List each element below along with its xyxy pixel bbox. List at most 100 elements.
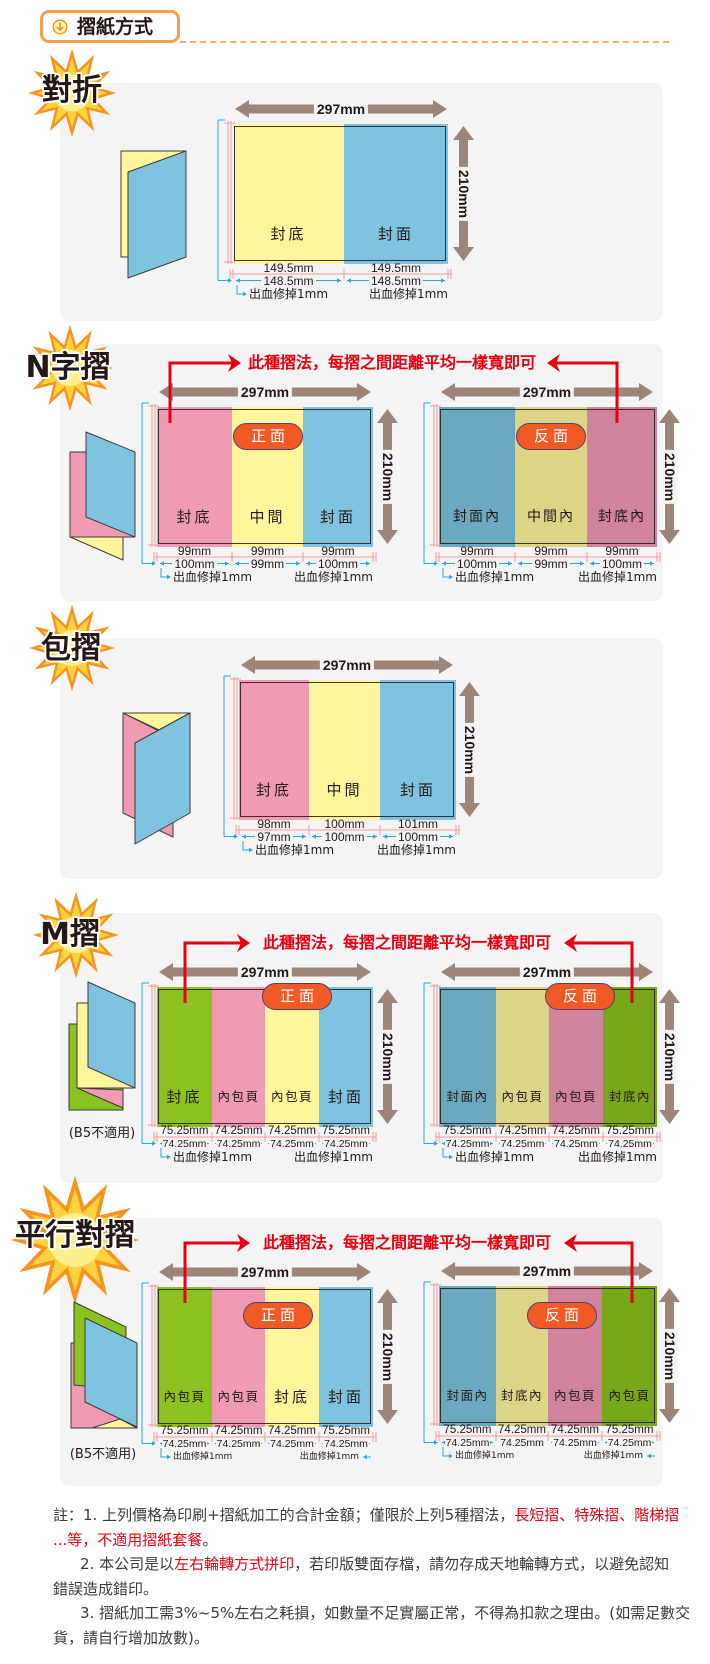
sheet-panel: 內包頁	[212, 987, 265, 1127]
bleed-guide-left	[141, 402, 159, 566]
bleed-guide-left	[141, 1282, 159, 1446]
height-label: 210mm	[455, 166, 472, 221]
panel-label: 內包頁	[501, 1089, 544, 1104]
half-fold-diagram: 297mm 封底 封面 210mm 149.5mm 149.5mm 148.5m…	[217, 100, 474, 301]
sheet-panel: 封面	[303, 407, 373, 547]
trim-size: 74.25mm	[496, 1137, 549, 1150]
section-title-parallel-fold: 平行對摺	[15, 1218, 135, 1253]
note-text: 錯誤造成錯印。	[53, 1579, 159, 1598]
trim-size-value: 74.25mm	[444, 1137, 491, 1150]
bleed-size-value: 99mm	[460, 544, 494, 558]
trim-border	[440, 409, 655, 544]
trim-size: 74.25mm	[549, 1137, 603, 1150]
trim-border	[440, 989, 655, 1124]
panel-label: 內包頁	[270, 1089, 313, 1104]
bleed-note-right: 出血修掉1mm	[368, 287, 448, 301]
trim-size: 74.25mm	[265, 1437, 319, 1450]
bleed-size-value: 75.25mm	[160, 1425, 209, 1437]
height-label: 210mm	[379, 1329, 396, 1384]
unfolded-sheet: 封底 內包頁 內包頁 封面	[157, 987, 373, 1127]
bleed-size: 74.25mm	[212, 1425, 265, 1437]
sheet-panel: 中間	[309, 680, 380, 820]
trim-size: 97mm	[239, 830, 309, 843]
b5-not-applicable-note: (B5不適用)	[69, 1447, 137, 1462]
page-title: 摺紙方式	[77, 16, 154, 38]
note-text: ，若印版雙面存檔，請勿存成天地輪轉方式，以避免認知	[294, 1555, 670, 1573]
panel-label: 封面	[319, 508, 356, 526]
bleed-note-right: 出血修掉1mm	[299, 1452, 359, 1462]
height-dimension-arrow: 210mm	[377, 409, 398, 544]
bleed-size-value: 99mm	[605, 544, 639, 558]
trim-size-value: 100mm	[454, 556, 499, 571]
sheet-panel: 封面	[380, 680, 456, 820]
bleed-note-right: 出血修掉1mm	[376, 843, 456, 857]
width-label: 297mm	[237, 384, 293, 400]
note-line: 註：1. 上列價格為印刷+摺紙加工的合計金額；僅限於上列5種摺法，長短摺、特殊摺…	[53, 1503, 679, 1528]
trim-size: 100mm	[380, 830, 456, 843]
width-label: 297mm	[237, 964, 293, 980]
wrap-fold-diagram: 297mm 封底 中間 封面 210mm 98mm 100mm 101mm 97…	[223, 656, 480, 857]
bleed-size: 75.25mm	[319, 1125, 373, 1137]
panel-label: 封底內	[500, 1388, 543, 1403]
trim-size: 74.25mm	[603, 1137, 657, 1150]
unfolded-sheet: 封底 封面	[233, 124, 448, 264]
note-line: ...等，不適用摺紙套餐。	[53, 1528, 668, 1553]
trim-size: 74.25mm	[319, 1137, 373, 1150]
panel-label: 封面內	[453, 509, 501, 525]
section-title-wrap-fold: 包摺	[41, 631, 101, 666]
sheet-panel: 內包頁	[157, 1287, 212, 1427]
trim-size-value: 100mm	[172, 556, 217, 571]
panel-label: 中間內	[527, 509, 575, 525]
width-dimension-arrow: 297mm	[441, 1262, 653, 1280]
panel-label: 封底	[176, 508, 213, 526]
trim-size-value: 74.25mm	[607, 1137, 653, 1150]
bleed-size-value: 74.25mm	[214, 1425, 263, 1437]
panel-label: 封底	[270, 225, 307, 243]
trim-size-value: 148.5mm	[261, 273, 316, 288]
trim-size-value: 74.25mm	[606, 1436, 653, 1449]
panel-label: 封面內	[446, 1388, 489, 1403]
panel-label: 封底	[255, 781, 292, 799]
bleed-size-value: 98mm	[257, 817, 291, 831]
trim-size-value: 74.25mm	[215, 1437, 262, 1450]
panel-label: 封面	[327, 1088, 364, 1106]
trim-size-value: 100mm	[315, 556, 360, 571]
sheet-panel: 內包頁	[602, 1286, 657, 1426]
bleed-size-value: 149.5mm	[263, 261, 314, 275]
trim-size-value: 99mm	[532, 556, 570, 571]
bleed-size: 75.25mm	[157, 1125, 212, 1137]
trim-size: 148.5mm	[233, 273, 344, 288]
bleed-size-value: 75.25mm	[443, 1424, 492, 1436]
bleed-size: 149.5mm	[233, 262, 344, 274]
bleed-size-value: 149.5mm	[370, 261, 422, 275]
panel-label: 內包頁	[608, 1388, 651, 1403]
section-title-half-fold: 對折	[42, 73, 102, 108]
bleed-note-left: 出血修掉1mm	[173, 570, 253, 584]
bleed-note-left: 出血修掉1mm	[173, 1150, 253, 1164]
trim-size: 99mm	[515, 556, 587, 571]
bleed-size: 75.25mm	[602, 1424, 657, 1436]
instruction-text: 此種摺法，每摺之間距離平均一樣寬即可	[263, 933, 552, 952]
sheet-panel: 內包頁	[265, 987, 319, 1127]
panel-label: 內包頁	[163, 1389, 206, 1404]
note-emphasis: ...等，不適用摺紙套餐	[53, 1530, 203, 1549]
bleed-size-value: 75.25mm	[322, 1125, 370, 1137]
panel-label: 封面	[377, 225, 414, 243]
b5-not-applicable-note: (B5不適用)	[68, 1126, 136, 1141]
note-text: 註：1. 上列價格為印刷+摺紙加工的合計金額；僅限於上列5種摺法，	[53, 1506, 515, 1524]
instruction-text: 此種摺法，每摺之間距離平均一樣寬即可	[263, 1233, 552, 1252]
bleed-size: 99mm	[157, 545, 232, 557]
panel-label: 封底內	[598, 509, 646, 525]
height-dimension-arrow: 210mm	[459, 682, 480, 817]
bleed-size-value: 74.25mm	[498, 1125, 547, 1137]
bleed-note-right: 出血修掉1mm	[577, 1150, 657, 1164]
bleed-size-value: 75.25mm	[160, 1125, 209, 1137]
trim-size-value: 74.25mm	[552, 1436, 598, 1449]
height-label: 210mm	[379, 449, 396, 504]
unfolded-sheet: 內包頁 內包頁 封底 封面	[157, 1287, 373, 1427]
bleed-size: 99mm	[232, 545, 303, 557]
bleed-size: 74.25mm	[496, 1125, 549, 1137]
sheet-panel: 封面	[319, 987, 373, 1127]
trim-size: 74.25mm	[212, 1437, 265, 1450]
sheet-panel: 封底內	[603, 987, 657, 1127]
